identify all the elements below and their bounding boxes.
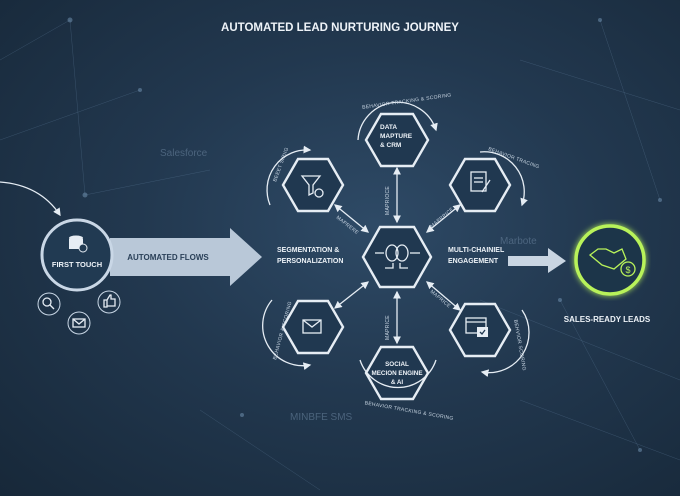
arc-label-top: BEHAVIOR TRACKING & SCORING xyxy=(362,92,452,110)
connector-label-top: MAPRIOCE xyxy=(385,186,391,215)
first-touch-node: FIRST TOUCH xyxy=(40,218,114,292)
watermark-salesforce: Salesforce xyxy=(160,148,208,159)
thumbs-up-icon xyxy=(97,290,121,314)
svg-text:$: $ xyxy=(625,265,630,275)
envelope-icon xyxy=(302,319,322,334)
browser-check-icon xyxy=(465,317,488,337)
incoming-arrow xyxy=(0,181,61,217)
sales-ready-node: $ xyxy=(574,224,646,296)
outcome-arrow xyxy=(508,248,566,273)
document-edit-icon xyxy=(470,171,491,193)
email-icon xyxy=(67,311,91,335)
node-email: BEHAVIOR & SCORING xyxy=(262,299,345,371)
segmentation-label-1: SEGMENTATION & xyxy=(277,247,339,254)
automated-flows-arrow xyxy=(110,228,262,286)
segmentation-label-2: PERSONALIZATION xyxy=(277,258,343,265)
node-bottom-line1: SOCIAL xyxy=(385,361,409,368)
node-top-line3: & CRM xyxy=(380,142,401,149)
node-social-engine-ai: SOCIAL MECION ENGINE & AI BEHAVIOR TRACK… xyxy=(359,345,454,422)
node-bottom-line2: MECION ENGINE xyxy=(371,370,422,377)
node-document: BEHAVIOR TRACING xyxy=(448,146,540,213)
database-user-icon xyxy=(69,235,88,253)
hub-node xyxy=(361,225,433,289)
engagement-label-1: MULTI-CHAINIEL xyxy=(448,247,505,254)
arc-label-bottom: BEHAVIOR TRACKING & SCORING xyxy=(364,400,454,422)
brain-circuit-icon xyxy=(375,244,420,269)
node-top-line2: MAPTURE xyxy=(380,133,413,140)
hub-connectors xyxy=(333,166,462,345)
funnel-gear-icon xyxy=(300,175,324,198)
watermark-marbote: Marbote xyxy=(500,236,537,247)
connector-label-bottom: MAPRICE xyxy=(385,315,391,340)
engagement-label-2: ENGAGEMENT xyxy=(448,258,499,265)
search-icon xyxy=(37,292,61,316)
sales-ready-label: SALES-READY LEADS xyxy=(564,315,651,324)
connector-label-upper-right: MAPRPICE xyxy=(429,206,455,229)
node-bottom-line3: & AI xyxy=(391,379,404,386)
background-network xyxy=(0,17,680,491)
node-browser: BEHVIOR SCORING xyxy=(448,302,530,377)
watermark-sms: MINBFE SMS xyxy=(290,412,353,423)
page-title: AUTOMATED LEAD NURTURING JOURNEY xyxy=(221,22,459,34)
node-data-capture-crm: DATA MAPTURE & CRM BEHAVIOR TRACKING & S… xyxy=(357,92,452,168)
first-touch-label: FIRST TOUCH xyxy=(52,260,102,269)
handshake-dollar-icon: $ xyxy=(588,248,636,277)
automated-flows-label: AUTOMATED FLOWS xyxy=(127,253,209,262)
connector-label-upper-left: MAPRERE xyxy=(335,215,360,236)
node-top-line1: DATA xyxy=(380,124,397,131)
node-segmentation-funnel: BEEET SIRIIG xyxy=(266,145,345,213)
